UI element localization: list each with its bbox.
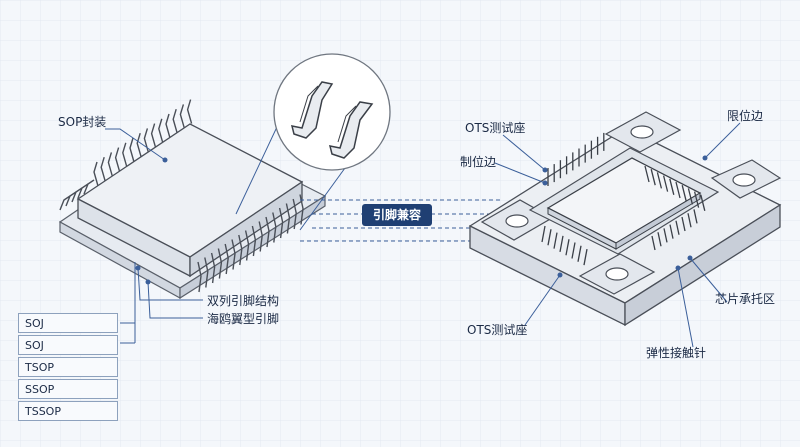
sop-pin xyxy=(299,194,304,225)
sop-pin xyxy=(217,248,223,279)
sop-pin xyxy=(179,104,186,129)
sop-pin xyxy=(107,152,114,177)
socket-pin xyxy=(565,239,570,256)
sop-pin xyxy=(172,108,178,134)
sop-pin xyxy=(292,198,297,230)
label-sop-package: SOP封装 xyxy=(58,115,107,129)
pin-zoom-bubble xyxy=(235,53,391,231)
sop-pin xyxy=(114,147,121,172)
sop-pin xyxy=(258,221,263,252)
sop-pin xyxy=(59,195,71,211)
socket-pin xyxy=(675,181,681,199)
package-type-item: TSOP xyxy=(18,357,118,377)
socket-pin xyxy=(541,225,546,243)
sop-pin xyxy=(136,132,142,158)
socket-pin xyxy=(553,232,558,249)
sop-pin xyxy=(65,191,77,207)
socket-pin xyxy=(577,245,582,262)
socket-pin xyxy=(700,194,706,211)
callout-lines xyxy=(105,122,741,348)
label-chip-carrier: 芯片承托区 xyxy=(715,292,776,306)
badge-pin-compatible: 引脚兼容 xyxy=(362,204,432,226)
package-type-list: SOJ SOJ TSOP SSOP TSSOP xyxy=(18,313,118,423)
socket-pin xyxy=(693,209,698,224)
label-locating-edge: 制位边 xyxy=(460,155,497,169)
sop-pin xyxy=(93,161,99,187)
sop-pin xyxy=(231,239,236,270)
sop-pin xyxy=(278,207,284,239)
sop-pin xyxy=(158,118,164,143)
sop-back-pins xyxy=(93,99,193,187)
sop-pin xyxy=(100,156,106,182)
sop-pin xyxy=(197,261,202,293)
package-type-item: TSSOP xyxy=(18,401,118,421)
label-spring-pins: 弹性接触针 xyxy=(646,346,707,360)
socket-pin xyxy=(571,242,576,259)
sop-pin xyxy=(77,183,89,199)
package-type-item: SOJ xyxy=(18,335,118,355)
sop-pin xyxy=(204,257,209,288)
socket-pin xyxy=(583,248,588,266)
label-gullwing-pins: 海鸥翼型引脚 xyxy=(207,312,280,326)
socket-pin xyxy=(650,169,656,186)
socket-pin xyxy=(657,232,662,247)
socket-pin xyxy=(669,224,674,239)
sop-pin xyxy=(165,113,171,139)
sop-pin xyxy=(150,123,157,148)
sop-front-pins xyxy=(197,194,304,293)
sop-pin xyxy=(285,203,291,234)
sop-pin xyxy=(224,243,229,275)
socket-pin xyxy=(656,172,663,189)
socket-pin xyxy=(559,235,564,253)
sop-pin xyxy=(71,187,83,203)
sop-pin xyxy=(129,137,135,163)
label-ots-socket-top: OTS测试座 xyxy=(465,121,526,135)
sop-pin xyxy=(186,99,193,124)
label-dual-pin-structure: 双列引脚结构 xyxy=(207,294,280,308)
label-ots-socket-bottom: OTS测试座 xyxy=(467,323,528,337)
socket-pin xyxy=(693,191,700,208)
sop-pin xyxy=(238,234,243,266)
sop-pin xyxy=(251,225,257,257)
socket-pin xyxy=(651,235,656,251)
socket-pin xyxy=(681,216,686,232)
socket-pin xyxy=(687,213,692,228)
package-type-item: SSOP xyxy=(18,379,118,399)
sop-pin xyxy=(265,216,270,248)
socket-pin xyxy=(662,175,669,192)
socket-pin xyxy=(644,165,650,183)
sop-pin xyxy=(83,179,95,195)
sop-pin xyxy=(122,142,128,167)
callout-dots xyxy=(135,155,708,285)
sop-pin xyxy=(244,230,250,261)
sop-left-pins xyxy=(59,179,95,211)
socket-pin xyxy=(547,229,552,246)
ots-spring-pins xyxy=(541,132,706,266)
package-type-item: SOJ xyxy=(18,313,118,333)
ots-socket xyxy=(468,111,782,327)
sop-pin xyxy=(272,212,277,243)
sop-package xyxy=(58,99,327,300)
socket-pin xyxy=(663,228,668,243)
socket-pin xyxy=(687,188,694,205)
socket-pin xyxy=(675,220,680,235)
label-limit-edge: 限位边 xyxy=(727,109,764,123)
socket-pin xyxy=(669,178,675,195)
socket-pin xyxy=(681,185,687,202)
sop-pin xyxy=(210,252,216,284)
